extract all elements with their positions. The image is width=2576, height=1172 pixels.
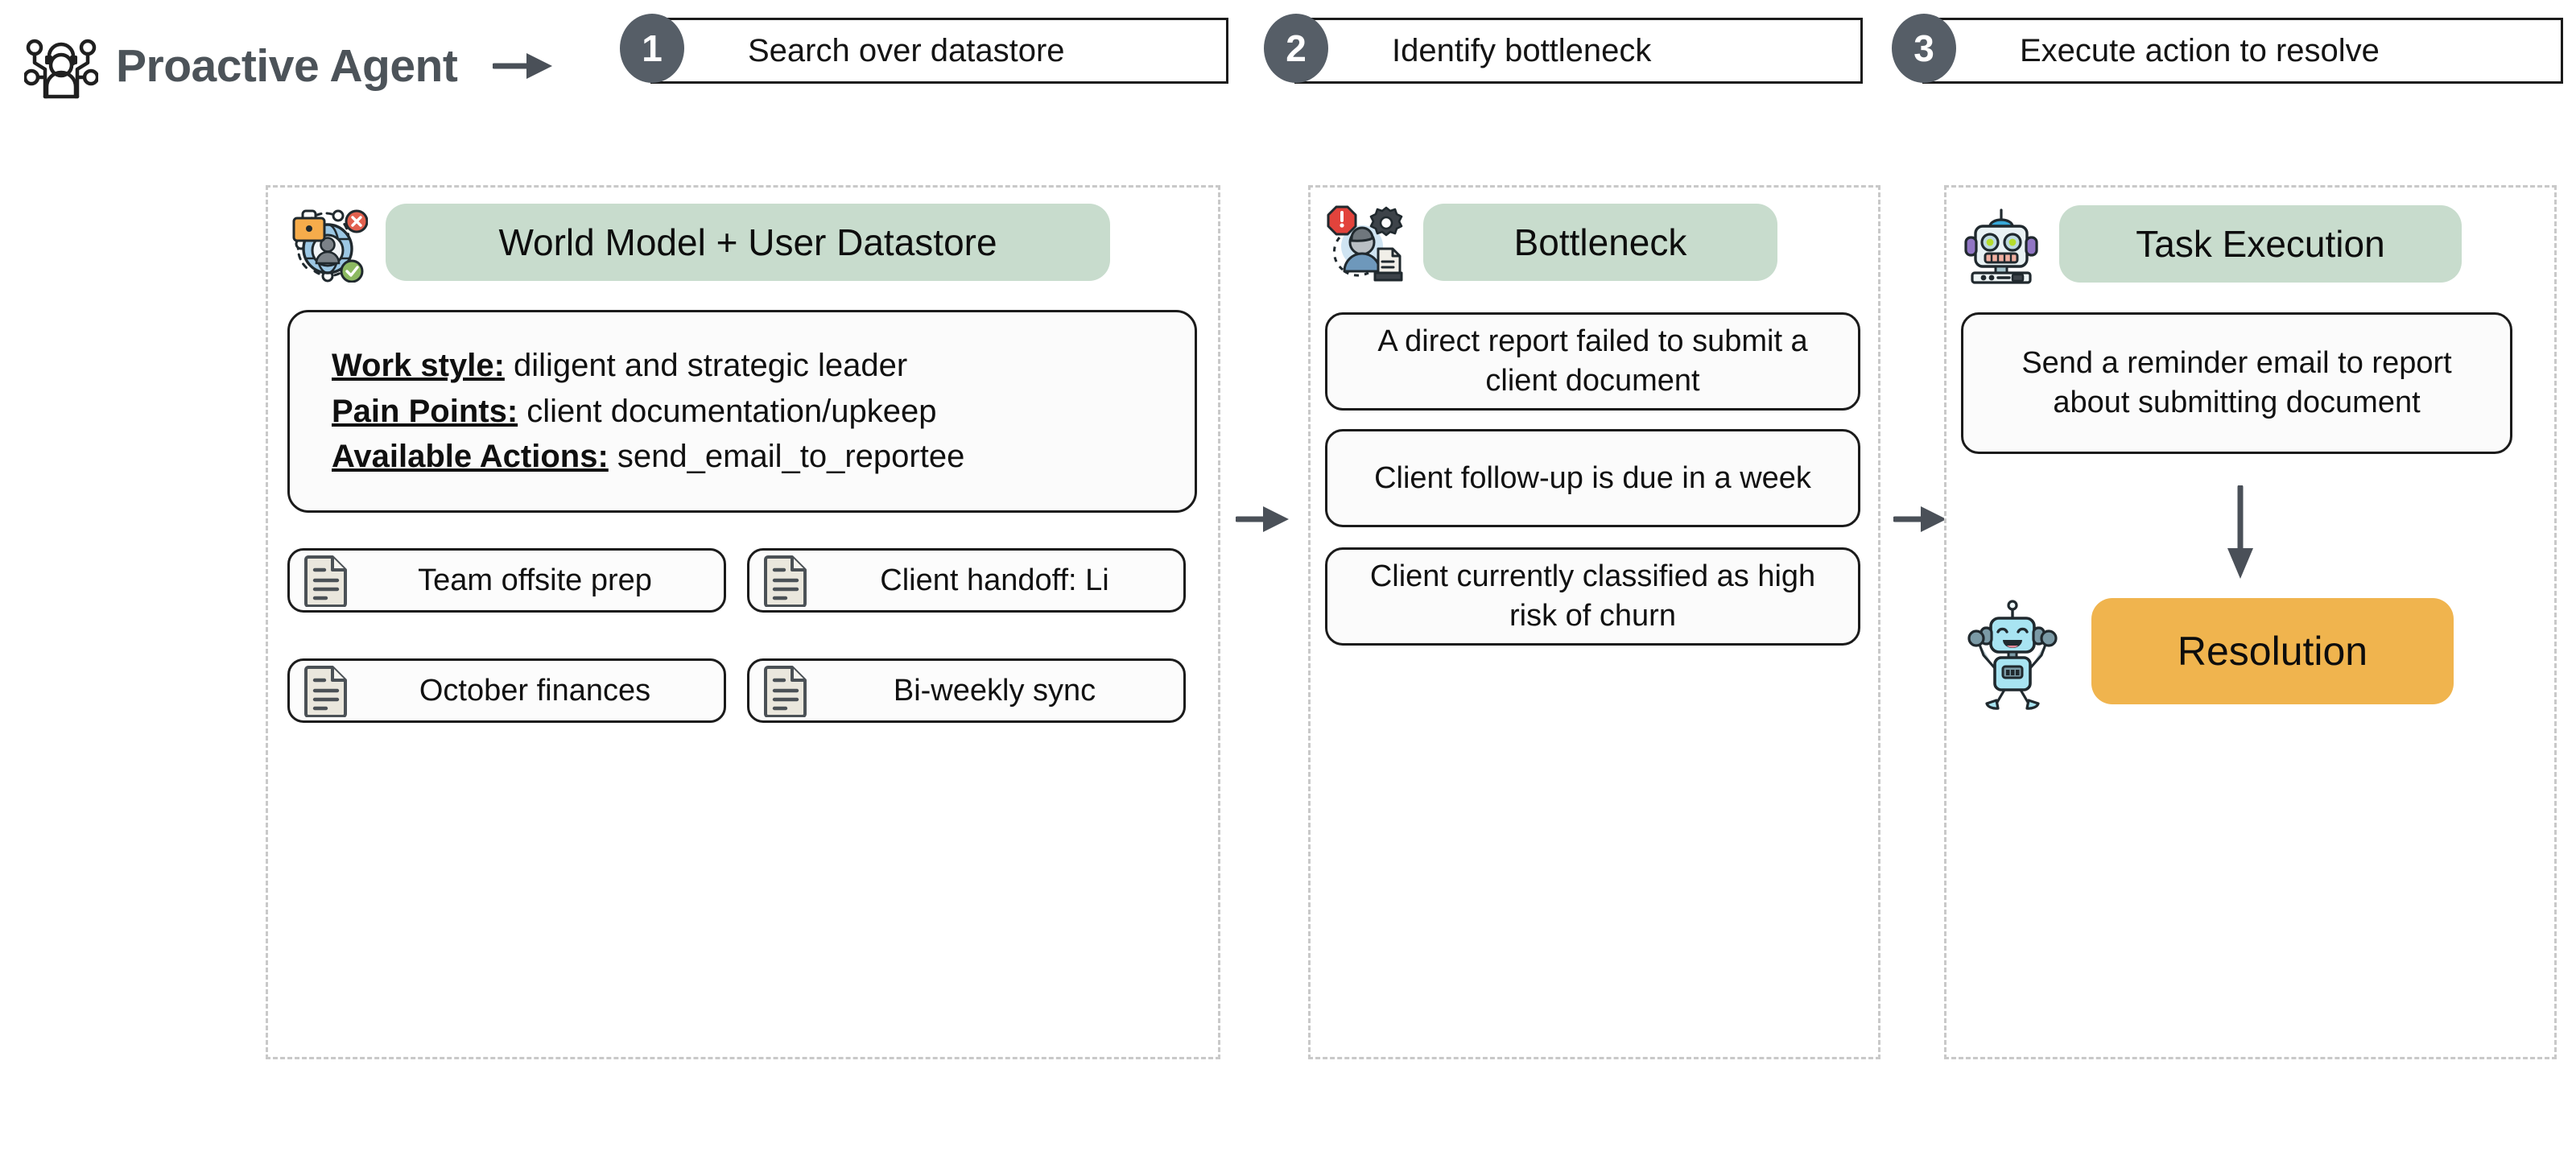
profile-value-available-actions: send_email_to_reportee	[617, 439, 965, 475]
brand: Proactive Agent	[23, 32, 557, 100]
profile-label-pain-points: Pain Points:	[332, 393, 518, 429]
profile-value-work-style: diligent and strategic leader	[514, 347, 908, 383]
agent-network-icon	[23, 32, 100, 100]
bottleneck-item-3[interactable]: Client currently classified as high risk…	[1325, 547, 1860, 646]
bottleneck-title-pill: Bottleneck	[1423, 204, 1777, 281]
document-icon	[304, 554, 349, 608]
document-chip-2[interactable]: Client handoff: Li	[747, 548, 1186, 613]
profile-line-pain-points: Pain Points: client documentation/upkeep	[332, 389, 1153, 435]
profile-label-work-style: Work style:	[332, 347, 505, 383]
document-chip-4-label: Bi-weekly sync	[893, 673, 1096, 708]
panel-execution: Task Execution Send a reminder email to …	[1944, 185, 2557, 1059]
step-1[interactable]: Search over datastore 1	[620, 14, 1228, 84]
document-chip-1[interactable]: Team offsite prep	[287, 548, 726, 613]
execution-header: Task Execution	[1961, 204, 2462, 284]
person-alert-gear-document-icon	[1325, 202, 1406, 283]
step-2[interactable]: Identify bottleneck 2	[1264, 14, 1900, 84]
document-chip-3-label: October finances	[419, 673, 651, 708]
profile-value-pain-points: client documentation/upkeep	[526, 393, 937, 429]
profile-line-available-actions: Available Actions: send_email_to_reporte…	[332, 434, 1153, 480]
connector-arrow-2	[1892, 503, 1950, 535]
bottleneck-item-1[interactable]: A direct report failed to submit a clien…	[1325, 312, 1860, 411]
world-model-user-icon	[287, 202, 369, 283]
step-2-label: Identify bottleneck	[1392, 32, 1652, 68]
brand-title: Proactive Agent	[116, 40, 458, 92]
profile-line-work-style: Work style: diligent and strategic leade…	[332, 343, 1153, 389]
datastore-header: World Model + User Datastore	[287, 202, 1110, 283]
step-1-badge: 1	[620, 14, 684, 83]
bottleneck-item-2[interactable]: Client follow-up is due in a week	[1325, 429, 1860, 527]
happy-robot-icon	[1964, 594, 2061, 715]
document-icon	[764, 664, 809, 718]
step-2-badge: 2	[1264, 14, 1328, 83]
resolution-pill: Resolution	[2091, 598, 2454, 704]
connector-arrow-1	[1234, 503, 1292, 535]
header-row: Proactive Agent Search over datastore 1 …	[0, 0, 2576, 161]
panel-bottleneck: Bottleneck A direct report failed to sub…	[1308, 185, 1880, 1059]
step-3[interactable]: Execute action to resolve 3	[1892, 14, 2563, 84]
step-2-box: Identify bottleneck	[1294, 18, 1863, 84]
user-profile-card: Work style: diligent and strategic leade…	[287, 310, 1197, 513]
document-icon	[304, 664, 349, 718]
right-arrow-icon	[491, 48, 557, 84]
document-chip-3[interactable]: October finances	[287, 658, 726, 723]
step-1-box: Search over datastore	[650, 18, 1228, 84]
panel-datastore: World Model + User Datastore Work style:…	[266, 185, 1220, 1059]
document-chip-2-label: Client handoff: Li	[880, 563, 1109, 597]
step-1-label: Search over datastore	[748, 32, 1065, 68]
step-3-label: Execute action to resolve	[2020, 32, 2380, 68]
profile-label-available-actions: Available Actions:	[332, 439, 609, 475]
execution-action-card[interactable]: Send a reminder email to report about su…	[1961, 312, 2512, 454]
down-arrow-icon	[2224, 484, 2256, 582]
document-icon	[764, 554, 809, 608]
document-chip-4[interactable]: Bi-weekly sync	[747, 658, 1186, 723]
bottleneck-header: Bottleneck	[1325, 202, 1777, 283]
robot-head-icon	[1961, 204, 2041, 284]
step-3-badge: 3	[1892, 14, 1956, 83]
document-chip-1-label: Team offsite prep	[418, 563, 652, 597]
execution-title-pill: Task Execution	[2059, 205, 2462, 283]
step-3-box: Execute action to resolve	[1922, 18, 2563, 84]
datastore-title-pill: World Model + User Datastore	[386, 204, 1110, 281]
